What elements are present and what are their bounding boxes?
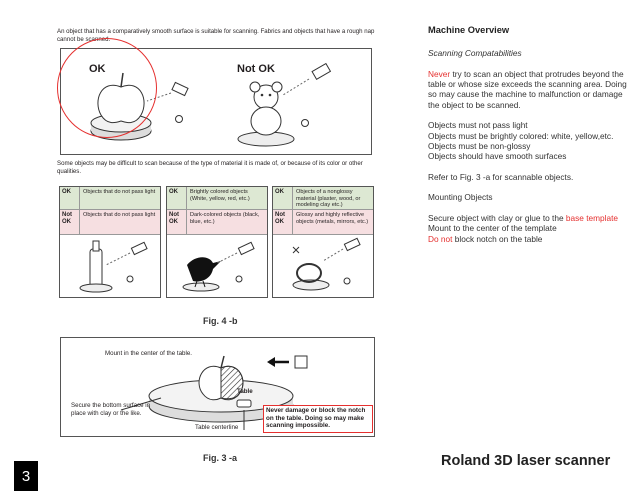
page-number: 3 <box>14 461 38 491</box>
mounting-heading: Mounting Objects <box>428 192 493 203</box>
bottle-illustration <box>79 240 148 293</box>
donot-line: Do not block notch on the table <box>428 234 628 244</box>
material-note-text: Some objects may be difficult to scan be… <box>57 160 363 176</box>
ring-illustration <box>292 237 361 291</box>
fig3-caption: Fig. 3 -a <box>203 453 238 463</box>
rule-1: Objects must not pass light <box>428 120 528 131</box>
notok-text: Dark-colored objects (black, blue, etc.) <box>190 212 260 225</box>
notok-text: Glossy and highly reflective objects (me… <box>296 212 369 225</box>
notok-key: Not OK <box>167 210 187 234</box>
table-centerline-label: Table centerline <box>195 424 239 431</box>
ok-text: Brightly colored objects (White, yellow,… <box>190 189 250 202</box>
notok-key: Not OK <box>273 210 293 234</box>
mount-center-line: Mount to the center of the template <box>428 223 557 234</box>
donot-rest: block notch on the table <box>452 233 543 244</box>
ok-key: OK <box>273 187 293 209</box>
notok-text: Objects that do not pass light <box>83 212 156 218</box>
never-text: Never <box>428 68 451 79</box>
secure-bottom-label: Secure the bottom surface in place with … <box>71 402 151 417</box>
ok-key: OK <box>60 187 80 209</box>
secure-prefix: Secure object with clay or glue to the <box>428 213 566 224</box>
section-subheading: Scanning Compatabilities <box>428 48 522 59</box>
base-template-text: base template <box>565 213 619 224</box>
intro-text: An object that has a comparatively smoot… <box>57 28 375 44</box>
right-column: Machine Overview Scanning Compatabilitie… <box>428 25 628 244</box>
secure-line: Secure object with clay or glue to the b… <box>428 213 628 223</box>
table-mount-diagram: Mount in the center of the table. Table … <box>60 337 375 437</box>
donot-text: Do not <box>428 233 453 244</box>
refer-text: Refer to Fig. 3 -a for scannable objects… <box>428 171 574 182</box>
ok-key: OK <box>167 187 187 209</box>
mount-center-label: Mount in the center of the table. <box>105 350 193 357</box>
brand-title: Roland 3D laser scanner <box>441 453 611 469</box>
highlight-circle <box>57 38 157 138</box>
table-apple-illustration <box>120 355 308 430</box>
warning-paragraph-rest: try to scan an object that protrudes bey… <box>428 68 627 110</box>
section-heading: Machine Overview <box>428 25 510 35</box>
fig4-caption: Fig. 4 -b <box>203 316 238 326</box>
crow-illustration <box>182 241 255 292</box>
warning-paragraph: Never try to scan an object that protrud… <box>428 69 628 110</box>
notok-key: Not OK <box>60 210 80 234</box>
rule-4: Objects should have smooth surfaces <box>428 151 567 162</box>
rule-3: Objects must be non-glossy <box>428 140 531 151</box>
ok-text: Objects that do not pass light <box>83 189 156 195</box>
ok-text: Objects of a nonglossy material (plaster… <box>296 189 361 209</box>
rule-2: Objects must be brightly colored: white,… <box>428 130 614 141</box>
table-label: Table <box>237 388 253 395</box>
not-ok-label: Not OK <box>237 63 275 75</box>
notch-warning: Never damage or block the notch on the t… <box>263 405 373 433</box>
